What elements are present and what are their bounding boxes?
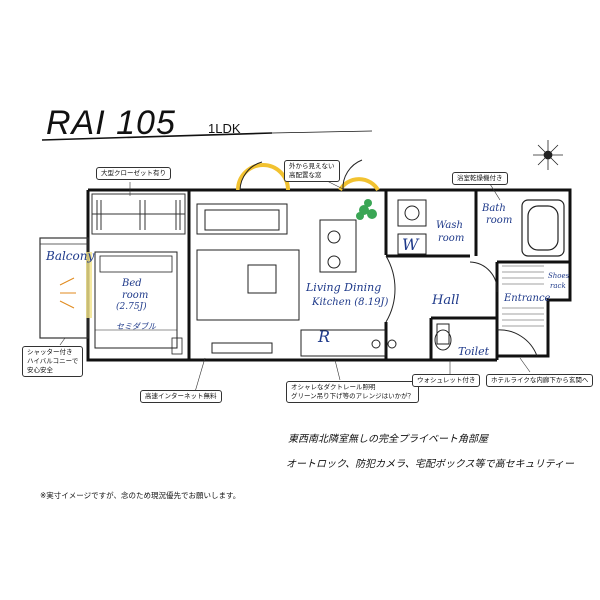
kitchen-counter: [300, 329, 386, 357]
callout-entry-door: ホテルライクな内廊下から玄関へ: [486, 374, 594, 387]
title-underline-tail: [271, 130, 373, 134]
washroom-label-2: room: [438, 233, 465, 244]
compass-icon: [533, 140, 563, 170]
callout-shutter-line-3: 安心安全: [27, 366, 53, 374]
callout-lighting-line-1: オシャレなダクトレール照明: [291, 383, 376, 391]
bed-type-label: セミダブル: [116, 322, 156, 331]
sunlight-marks: [59, 277, 76, 309]
callout-lighting: オシャレなダクトレール照明 グリーン吊り下げ等のアレンジはいかが？: [286, 381, 420, 403]
callout-window-line-2: 高配置な窓: [289, 171, 322, 179]
toilet-fixture: [434, 323, 452, 351]
hall-door-swing: [385, 255, 396, 323]
callout-shutter-line-1: シャッター付き: [27, 348, 73, 356]
callout-closet: 大型クローゼット有り: [96, 167, 171, 180]
bathtub-icon: [521, 199, 565, 257]
callout-internet: 高速インターネット無料: [140, 390, 222, 403]
balcony-window: [86, 252, 92, 318]
layout-type: 1LDK: [208, 121, 241, 136]
toilet-label: Toilet: [458, 345, 490, 358]
rug: [196, 249, 300, 321]
callout-shutter-line-2: ハイバルコニーで: [27, 357, 79, 365]
ldk-label-2: Kitchen (8.19J): [312, 297, 389, 308]
entrance-door-swing: [496, 329, 538, 357]
coffee-table: [247, 264, 277, 294]
bedroom-label-1: Bed: [122, 278, 142, 289]
washroom-label-1: Wash: [436, 220, 463, 231]
callout-shutter: シャッター付き ハイバルコニーで 安心安全: [22, 346, 84, 377]
wash-fixtures: [397, 199, 427, 255]
bedroom-size: (2.75J): [116, 302, 147, 312]
title-underline: [41, 132, 273, 141]
ldk-label-1: Living Dining: [306, 281, 382, 294]
shoes-rack-label-1: Shoes: [548, 272, 570, 280]
hall-label: Hall: [432, 293, 460, 308]
dining-table: [319, 219, 357, 273]
bedroom-label-2: room: [122, 290, 149, 301]
callout-window-line-1: 外から見えない: [289, 162, 335, 170]
bathroom-label-2: room: [486, 215, 513, 226]
tv-board: [211, 342, 273, 354]
callout-window: 外から見えない 高配置な窓: [284, 160, 340, 182]
floorplan-title: RAI 105: [46, 104, 176, 142]
living-furniture: [196, 203, 397, 357]
refrigerator-label: R: [318, 327, 331, 346]
washer-label: W: [402, 235, 419, 254]
feature-note-1: 東西南北隣室無しの完全プライベート角部屋: [288, 434, 488, 445]
bed-icon: [94, 251, 178, 349]
balcony-label: Balcony: [46, 249, 95, 263]
feature-note-2: オートロック、防犯カメラ、宅配ボックス等で高セキュリティー: [286, 459, 574, 470]
plant-icon: [356, 199, 377, 220]
bathroom-label-1: Bath: [482, 203, 506, 214]
callout-washlet: ウォシュレット付き: [412, 374, 481, 387]
callout-bath-dryer: 浴室乾燥機付き: [452, 172, 508, 185]
entrance-label: Entrance: [504, 293, 551, 304]
shoes-rack-label-2: rack: [550, 282, 566, 290]
callout-lighting-line-2: グリーン吊り下げ等のアレンジはいかが？: [291, 392, 415, 400]
disclaimer-footnote: ※実寸イメージですが、念のため現況優先でお願いします。: [40, 491, 241, 500]
